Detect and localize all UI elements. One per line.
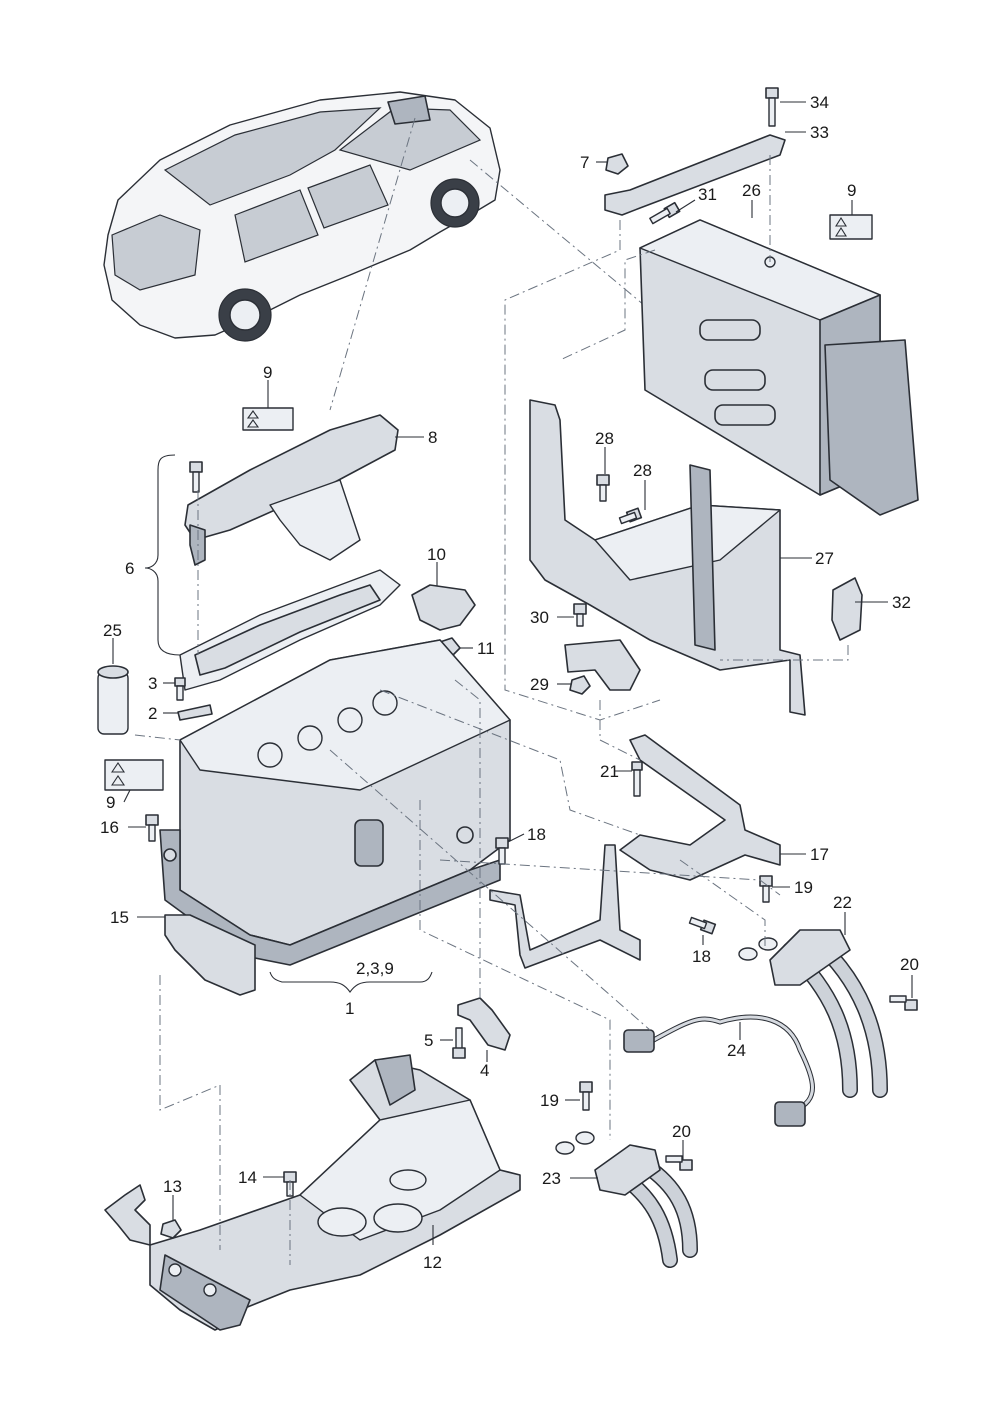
callout-23: 23 <box>542 1169 561 1188</box>
callout-1: 1 <box>345 999 354 1018</box>
callout-19-a: 19 <box>794 878 813 897</box>
warning-label-icon <box>242 407 294 431</box>
callout-25: 25 <box>103 621 122 640</box>
callout-22: 22 <box>833 893 852 912</box>
underbody-tray-12 <box>149 1054 521 1331</box>
callout-13: 13 <box>163 1177 182 1196</box>
callout-34: 34 <box>810 93 829 112</box>
bolt-icon <box>631 761 643 797</box>
brace-1 <box>269 971 433 993</box>
callout-7: 7 <box>580 153 589 172</box>
bolt-icon <box>596 474 610 502</box>
bracket-18 <box>489 844 641 969</box>
bolt-icon <box>189 461 203 493</box>
bracket-13 <box>104 1184 151 1246</box>
bracket-27 <box>529 399 806 716</box>
nut-icon <box>569 675 591 695</box>
clip-32 <box>831 577 863 641</box>
car-icon <box>103 91 501 342</box>
cover-10 <box>411 584 476 631</box>
callout-15: 15 <box>110 908 129 927</box>
callout-9-mid: 9 <box>263 363 272 382</box>
bolt-icon <box>579 1081 593 1111</box>
brace-6 <box>144 454 181 656</box>
bracket-15 <box>164 914 256 996</box>
sensor-4 <box>457 997 511 1051</box>
callout-12: 12 <box>423 1253 442 1272</box>
callout-19-b: 19 <box>540 1091 559 1110</box>
warning-label-icon <box>104 759 164 791</box>
callout-2: 2 <box>148 704 157 723</box>
hose-icon <box>738 929 888 1098</box>
callout-20-b: 20 <box>672 1122 691 1141</box>
bolt-icon <box>452 1027 466 1059</box>
callout-11: 11 <box>477 639 495 658</box>
cover-8 <box>184 414 399 566</box>
callout-14: 14 <box>238 1168 257 1187</box>
callout-2-3-9: 2,3,9 <box>356 959 394 978</box>
callout-32: 32 <box>892 593 911 612</box>
bracket-17 <box>619 734 781 881</box>
callout-4: 4 <box>480 1061 489 1080</box>
bolt-icon <box>688 916 717 935</box>
callout-30: 30 <box>530 608 549 627</box>
bolt-icon <box>649 201 681 225</box>
bolt-icon <box>174 677 186 701</box>
warning-label-icon <box>829 214 873 240</box>
callout-5: 5 <box>424 1031 433 1050</box>
bolt-icon <box>145 814 159 842</box>
charger-unit-26 <box>639 219 919 516</box>
callout-24: 24 <box>727 1041 746 1060</box>
callout-10: 10 <box>427 545 446 564</box>
callout-18-b: 18 <box>692 947 711 966</box>
callout-28-a: 28 <box>595 429 614 448</box>
callout-20-a: 20 <box>900 955 919 974</box>
container-25 <box>97 665 129 735</box>
callout-27: 27 <box>815 549 834 568</box>
callout-18-a: 18 <box>527 825 546 844</box>
callout-28-b: 28 <box>633 461 652 480</box>
callout-9-top-right: 9 <box>847 181 856 200</box>
callout-16: 16 <box>100 818 119 837</box>
nut-icon <box>160 1219 182 1239</box>
bolt-icon <box>759 875 773 903</box>
battery-housing-1 <box>159 639 511 966</box>
bolt-icon <box>665 1155 693 1171</box>
cable-icon <box>623 1014 815 1127</box>
bolt-icon <box>765 87 779 127</box>
callout-26: 26 <box>742 181 761 200</box>
callout-21: 21 <box>600 762 619 781</box>
callout-31: 31 <box>698 185 717 204</box>
callout-6: 6 <box>125 559 134 578</box>
bolt-icon <box>889 995 918 1011</box>
bracket-29 <box>564 639 641 691</box>
bolt-icon <box>573 603 587 627</box>
callout-29: 29 <box>530 675 549 694</box>
callout-3: 3 <box>148 674 157 693</box>
gasket-6 <box>179 569 401 691</box>
bracket-33 <box>604 134 786 216</box>
callout-17: 17 <box>810 845 829 864</box>
dash-car-to-charger <box>469 159 651 311</box>
callout-9-left: 9 <box>106 793 115 812</box>
hose-icon <box>555 1131 698 1268</box>
callout-8: 8 <box>428 428 437 447</box>
clip-2 <box>177 704 213 721</box>
callout-33: 33 <box>810 123 829 142</box>
bolt-icon <box>618 507 643 525</box>
nut-icon <box>605 153 629 175</box>
